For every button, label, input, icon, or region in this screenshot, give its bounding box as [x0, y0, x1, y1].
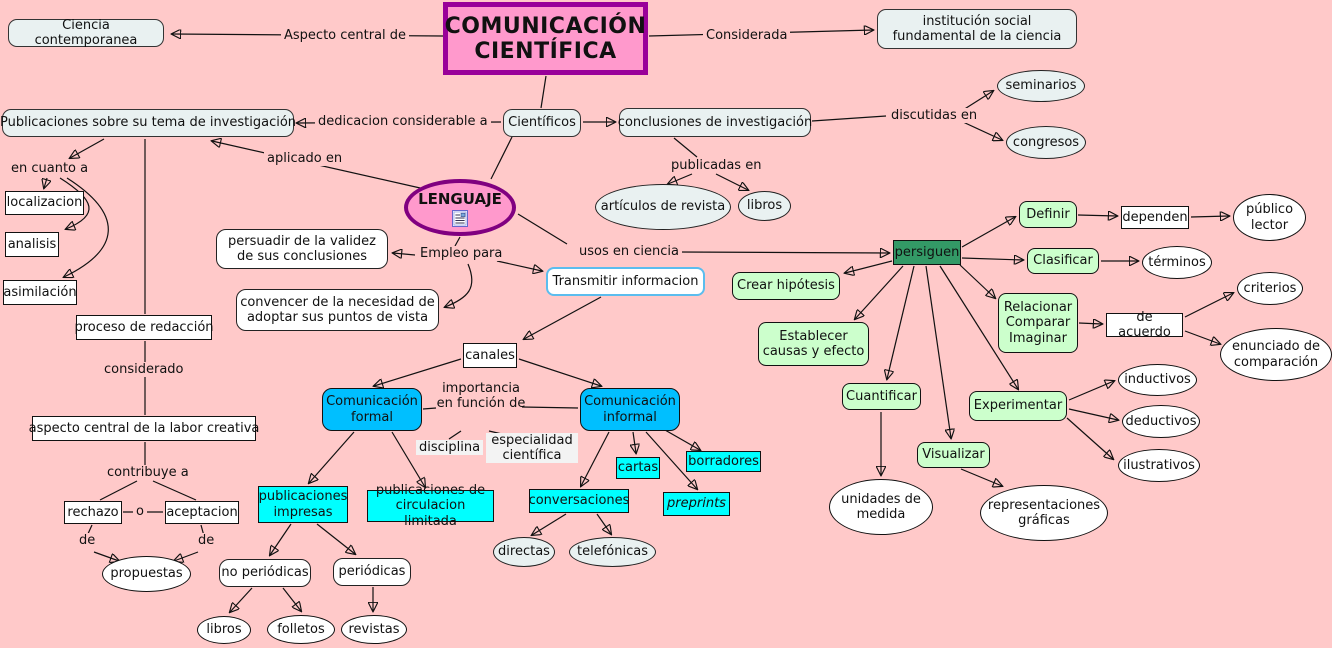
node-libros-publicacion: libros	[738, 191, 791, 221]
node-persuadir: persuadir de la validez de sus conclusio…	[216, 229, 388, 269]
node-deductivos: deductivos	[1122, 405, 1200, 438]
node-directas: directas	[493, 537, 555, 567]
node-visualizar: Visualizar	[917, 442, 990, 468]
node-comunicacion-formal: Comunicación formal	[322, 388, 422, 431]
link-importancia-en-funcion-de: importancia en función de	[436, 381, 526, 411]
node-publicaciones-tema: Publicaciones sobre su tema de investiga…	[0, 109, 296, 137]
node-articulos-revista: artículos de revista	[595, 184, 731, 230]
node-comunicacion-informal: Comunicación informal	[580, 388, 680, 431]
node-rechazo: rechazo	[64, 501, 122, 524]
node-preprints: preprints	[663, 492, 730, 516]
link-empleo-para: Empleo para	[417, 246, 506, 261]
node-representaciones: representaciones gráficas	[980, 485, 1108, 541]
node-periodicas: periódicas	[333, 558, 411, 586]
link-dedicacion-considerable: dedicacion considerable a	[315, 114, 491, 129]
link-aspecto-central-de: Aspecto central de	[281, 28, 410, 43]
link-publicadas-en: publicadas en	[668, 158, 765, 173]
link-contribuye-a: contribuye a	[104, 465, 192, 480]
node-definir: Definir	[1019, 201, 1077, 228]
node-folletos: folletos	[267, 615, 335, 644]
node-canales: canales	[463, 343, 517, 368]
node-terminos: términos	[1142, 246, 1212, 279]
node-proceso-redaccion: proceso de redacción	[74, 315, 214, 340]
node-seminarios: seminarios	[997, 70, 1085, 102]
node-propuestas: propuestas	[102, 556, 191, 592]
node-borradores: borradores	[686, 451, 761, 472]
link-especialidad-cientifica: especialidad científica	[486, 433, 578, 463]
node-institucion-social: institución social fundamental de la cie…	[877, 9, 1077, 49]
node-libros-no-periodicas: libros	[197, 616, 251, 644]
node-cartas: cartas	[616, 457, 660, 479]
link-aplicado-en: aplicado en	[264, 151, 346, 166]
link-en-cuanto-a: en cuanto a	[8, 161, 92, 176]
link-o: o	[133, 504, 147, 519]
link-considerado: considerado	[101, 362, 187, 377]
node-unidades-medida: unidades de medida	[829, 479, 933, 535]
node-clasificar: Clasificar	[1027, 248, 1099, 274]
node-persiguen: persiguen	[893, 240, 961, 265]
link-disciplina: disciplina	[416, 440, 484, 455]
node-convencer: convencer de la necesidad de adoptar sus…	[236, 289, 439, 331]
link-discutidas-en: discutidas en	[888, 108, 981, 123]
node-analisis: analisis	[5, 232, 59, 257]
node-revistas: revistas	[341, 615, 407, 644]
node-conversaciones: conversaciones	[529, 489, 629, 513]
document-icon	[452, 209, 468, 227]
node-asimilacion: asimilación	[3, 280, 77, 305]
node-relacionar: Relacionar Comparar Imaginar	[998, 293, 1078, 353]
node-de-acuerdo: de acuerdo	[1106, 310, 1183, 340]
map-title-line2: CIENTÍFICA	[474, 38, 617, 64]
link-de-aceptacion: de	[195, 533, 218, 548]
node-ilustrativos: ilustrativos	[1118, 449, 1200, 482]
node-aceptacion: aceptacion	[165, 501, 239, 524]
node-crear-hipotesis: Crear hipótesis	[732, 272, 840, 300]
node-publico-lector: público lector	[1233, 194, 1306, 241]
node-publicaciones-impresas: publicaciones impresas	[258, 486, 348, 523]
map-title: COMUNICACIÓN CIENTÍFICA	[443, 2, 648, 75]
node-dependen: dependen	[1121, 206, 1189, 229]
map-title-line1: COMUNICACIÓN	[444, 13, 647, 39]
node-conclusiones: conclusiones de investigación	[618, 108, 812, 137]
node-localizacion: localizacion	[5, 191, 84, 215]
node-no-periodicas: no periódicas	[219, 559, 311, 587]
node-enunciado: enunciado de comparación	[1220, 328, 1332, 381]
link-de-rechazo: de	[76, 533, 99, 548]
node-ciencia-contemporanea: Ciencia contemporanea	[8, 18, 164, 48]
node-aspecto-labor: aspecto central de la labor creativa	[29, 416, 259, 441]
link-considerada: Considerada	[703, 28, 791, 43]
node-telefonicas: telefónicas	[569, 537, 656, 567]
node-criterios: criterios	[1237, 272, 1303, 305]
link-usos-en-ciencia: usos en ciencia	[576, 244, 682, 259]
node-establecer: Establecer causas y efecto	[758, 322, 869, 366]
node-congresos: congresos	[1006, 126, 1086, 159]
node-inductivos: inductivos	[1118, 364, 1197, 396]
node-transmitir: Transmitir informacion	[546, 267, 705, 296]
node-cientificos: Científicos	[503, 109, 581, 137]
lenguaje-label: LENGUAJE	[418, 190, 502, 209]
node-publicaciones-circulacion: publicaciones de circulacion limitada	[367, 483, 494, 529]
node-experimentar: Experimentar	[969, 391, 1067, 421]
node-cuantificar: Cuantificar	[842, 383, 921, 410]
node-lenguaje: LENGUAJE	[404, 179, 516, 236]
